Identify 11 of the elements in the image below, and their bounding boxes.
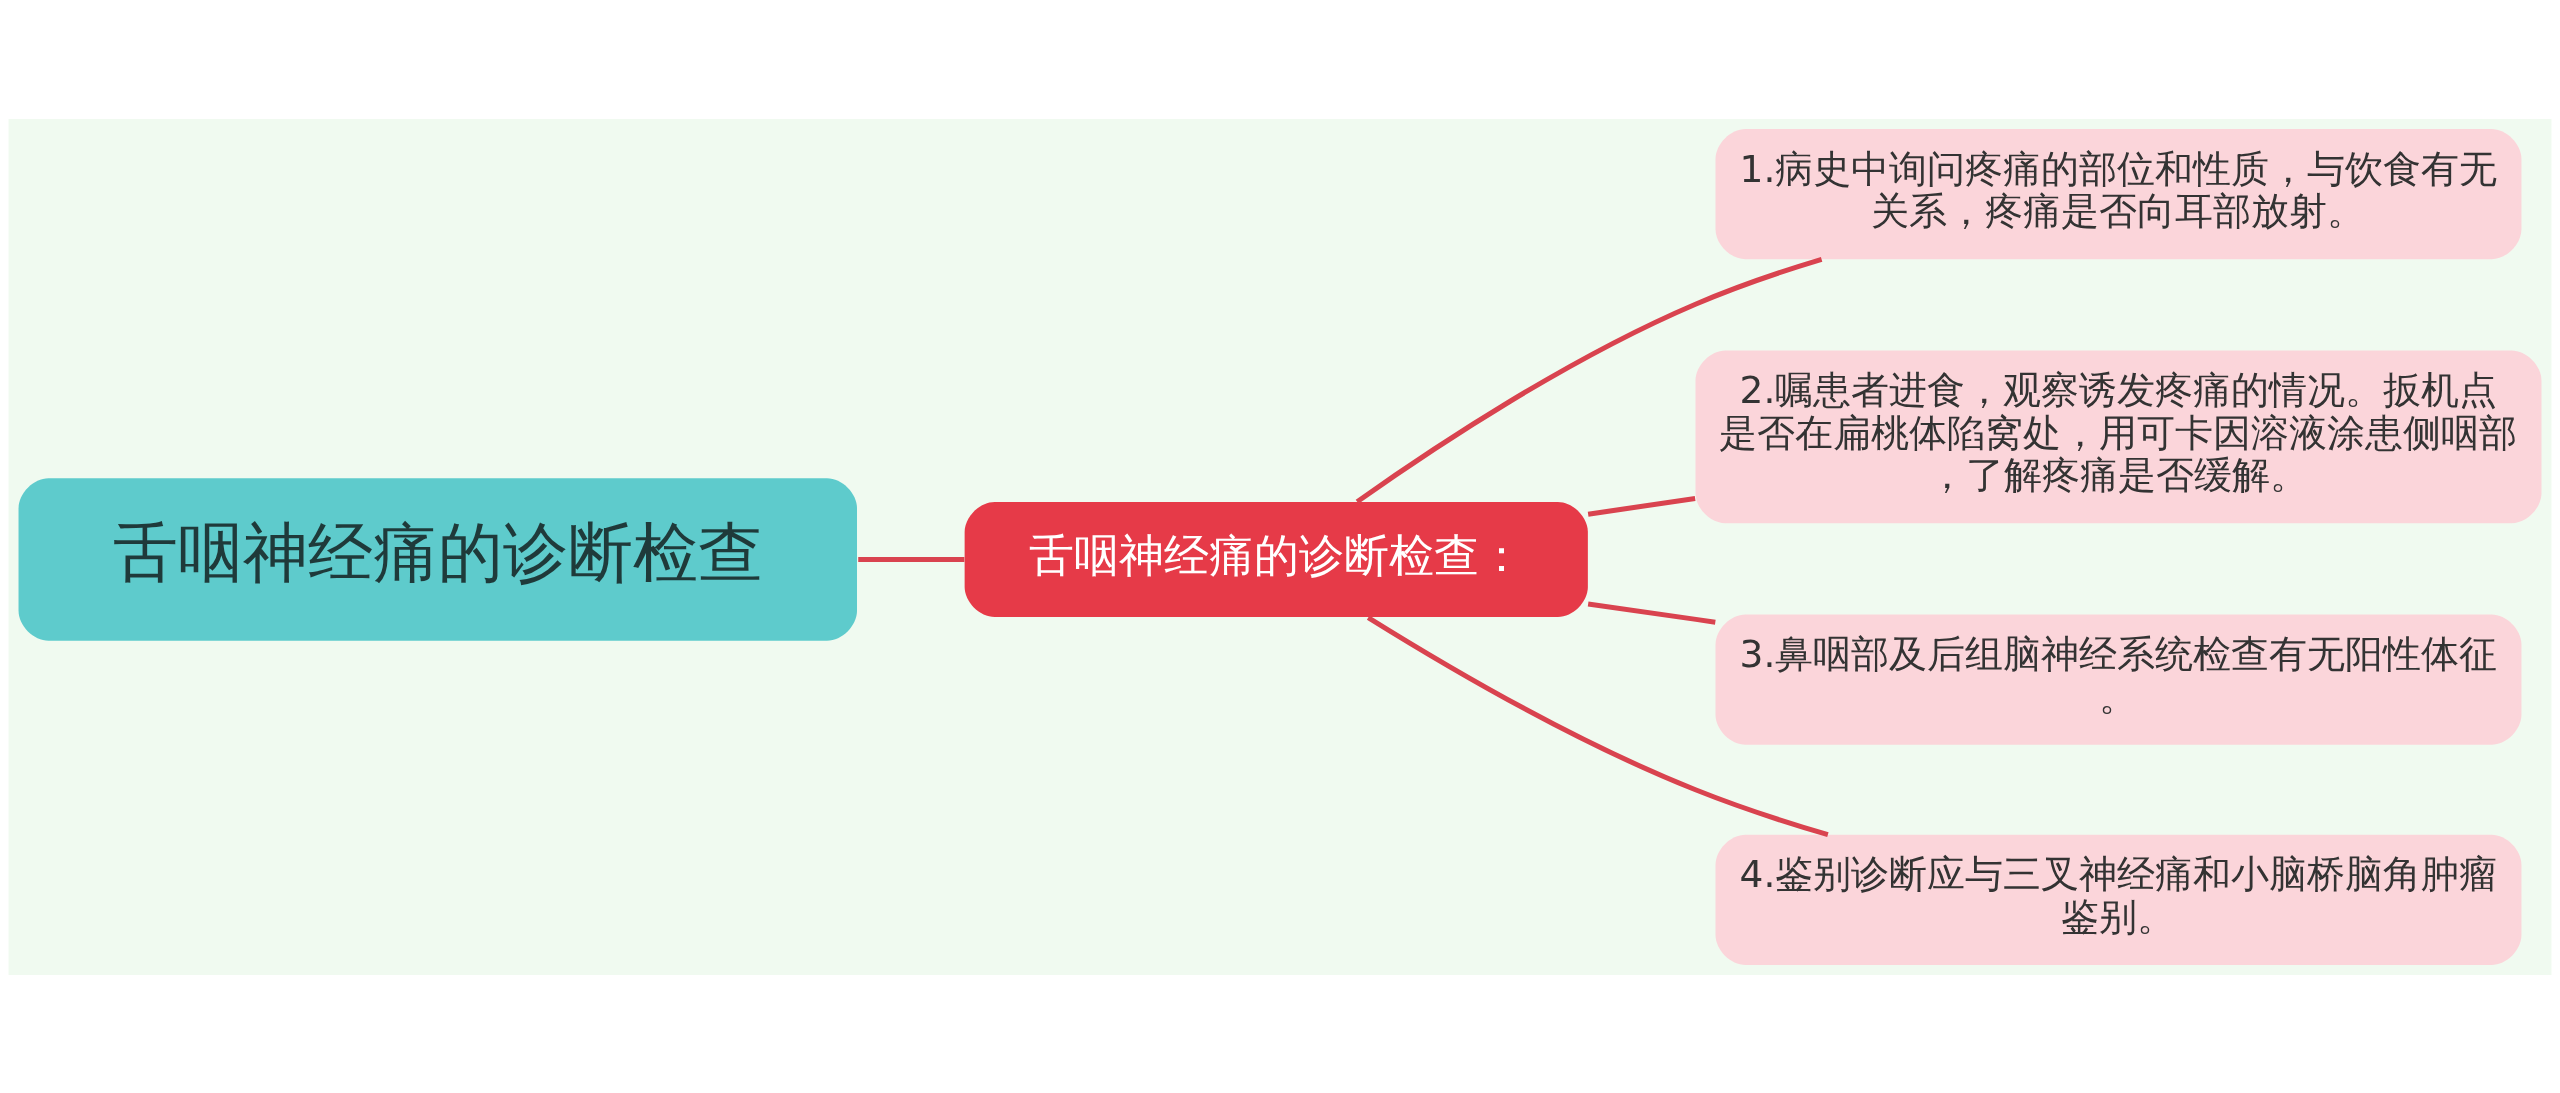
node-box: 1.病史中询问疼痛的部位和性质，与饮食有无关系，疼痛是否向耳部放射。 [1715,128,2522,259]
connector [1355,256,1823,504]
node-box: 4.鉴别诊断应与三叉神经痛和小脑桥脑角肿瘤鉴别。 [1715,834,2522,965]
connector [1587,495,1696,517]
connector [1587,600,1716,625]
node-box: 舌咽神经痛的诊断检查 [18,477,857,641]
connector [1366,614,1829,837]
node-box: 3.鼻咽部及后组脑神经系统检查有无阳性体征。 [1715,614,2522,745]
node-box: 2.嘱患者进食，观察诱发疼痛的情况。扳机点是否在扁桃体陷窝处，用可卡因溶液涂患侧咽部，了解疼痛是否缓解。 [1695,350,2542,523]
node-box: 舌咽神经痛的诊断检查： [964,501,1588,617]
connector [858,556,965,562]
